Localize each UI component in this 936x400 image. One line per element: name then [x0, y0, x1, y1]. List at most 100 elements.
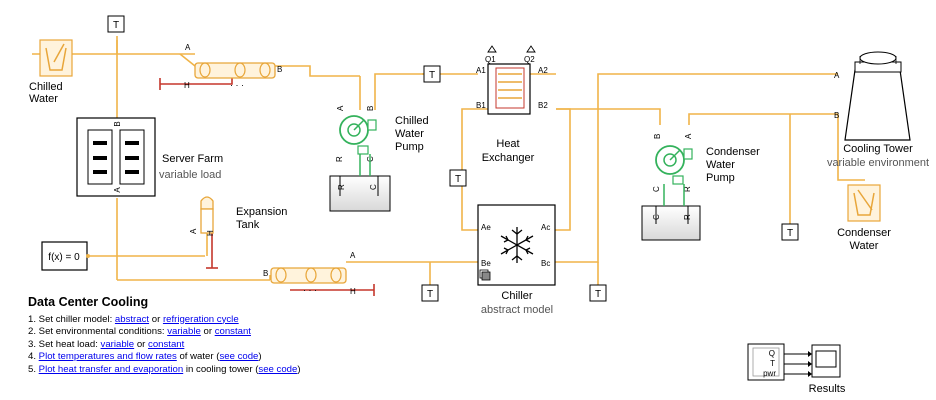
hx-port-q1: Q1	[485, 55, 496, 64]
doc-link[interactable]: Plot temperatures and flow rates	[38, 351, 177, 363]
doc-step-number: 2.	[28, 326, 39, 338]
pipe-network	[32, 36, 865, 285]
expansion-tank-label-1: Expansion	[236, 206, 287, 218]
temperature-sensor-condenser-return[interactable]: T	[589, 284, 607, 302]
chiller-port-be: Be	[481, 259, 491, 268]
cond-pump-port-r: R	[683, 186, 692, 192]
server-farm-subtitle: variable load	[159, 169, 221, 181]
doc-text: or	[149, 313, 163, 325]
cw-pump-label-1: Chilled	[395, 115, 429, 127]
sensor-icon: T	[787, 228, 793, 239]
server-farm-port-a: A	[113, 187, 122, 193]
condenser-water-block[interactable]: Condenser Water	[837, 184, 891, 252]
sensor-icon: T	[455, 174, 461, 185]
pipe-block-bottom[interactable]: B A H · · ·	[263, 251, 356, 296]
condenser-water-pump-block[interactable]: B A C R Condenser Water Pump	[652, 133, 760, 192]
doc-text: or	[134, 338, 149, 350]
hx-port-a1: A1	[476, 66, 486, 75]
sensor-icon: T	[595, 289, 601, 300]
cw-pump-label-3: Pump	[395, 141, 424, 153]
hx-port-q2: Q2	[524, 55, 535, 64]
chilled-water-label-1: Chilled	[29, 81, 63, 93]
expansion-tank-port-a: A	[189, 228, 198, 234]
doc-link[interactable]: see code	[219, 351, 259, 363]
cond-motor-port-c: C	[652, 214, 661, 220]
doc-text: Set heat load:	[38, 338, 101, 350]
pipe-top-port-b: B	[277, 65, 282, 74]
tower-title: Cooling Tower	[843, 143, 913, 155]
chilled-water-block[interactable]: Chilled Water	[29, 39, 73, 105]
pipe-top-port-h: H	[184, 81, 190, 90]
solver-configuration-block[interactable]: f(x) = 0	[41, 241, 90, 271]
temperature-sensor-tower[interactable]: T	[781, 223, 799, 241]
doc-text: )	[297, 363, 301, 375]
cond-pump-label-2: Water	[706, 159, 735, 171]
temperature-sensor-top-left[interactable]: T	[107, 15, 125, 33]
cw-pump-label-2: Water	[395, 128, 424, 140]
doc-link[interactable]: refrigeration cycle	[162, 313, 239, 325]
doc-link[interactable]: constant	[148, 338, 185, 350]
expansion-tank-block[interactable]: A H Expansion Tank	[189, 196, 287, 236]
doc-text: in cooling tower (	[183, 363, 259, 375]
chiller-block[interactable]: Ae Ac Be Bc Chiller abstract model	[477, 204, 556, 316]
pipe-bottom-port-a: A	[350, 251, 356, 260]
doc-link[interactable]: abstract	[114, 313, 150, 325]
server-farm-port-b: B	[113, 121, 122, 126]
doc-link[interactable]: see code	[258, 363, 298, 375]
tower-subtitle: variable environment	[827, 157, 929, 169]
hx-port-b1: B1	[476, 101, 486, 110]
temperature-sensor-bottom[interactable]: T	[421, 284, 439, 302]
doc-step-number: 3.	[28, 338, 39, 350]
pipe-block-top[interactable]: A B H · · ·	[184, 43, 282, 90]
hx-port-a2: A2	[538, 66, 548, 75]
results-in-q: Q	[769, 349, 775, 358]
expansion-tank-port-h: H	[206, 230, 215, 236]
cooling-tower-block[interactable]: A B Cooling Tower variable environment	[827, 51, 929, 169]
cond-pump-port-b: B	[653, 134, 662, 139]
cond-pump-label-1: Condenser	[706, 146, 760, 158]
hx-label-1: Heat	[496, 138, 519, 150]
cond-pump-port-a: A	[684, 133, 693, 139]
results-in-t: T	[770, 359, 775, 368]
server-farm-block[interactable]: B A Server Farm variable load	[76, 117, 223, 197]
cw-pump-port-r: R	[335, 156, 344, 162]
cw-pump-port-b: B	[366, 106, 375, 111]
doc-link[interactable]: variable	[167, 326, 201, 338]
snowflake-icon	[500, 227, 534, 263]
chilled-water-pump-block[interactable]: A B R C Chilled Water Pump	[335, 105, 429, 162]
condenser-water-label-1: Condenser	[837, 227, 891, 239]
doc-link[interactable]: constant	[214, 326, 251, 338]
cond-pump-port-c: C	[652, 186, 661, 192]
tower-port-a: A	[834, 71, 840, 80]
chiller-port-ae: Ae	[481, 223, 491, 232]
sensor-icon: T	[113, 20, 119, 31]
hx-label-2: Exchanger	[482, 152, 535, 164]
doc-text: of water (	[176, 351, 220, 363]
expansion-tank-label-2: Tank	[236, 219, 260, 231]
doc-text: or	[200, 326, 215, 338]
doc-link[interactable]: Plot heat transfer and evaporation	[38, 363, 184, 375]
doc-link[interactable]: variable	[100, 338, 135, 350]
doc-text: Set environmental conditions:	[38, 326, 168, 338]
fx-label: f(x) = 0	[48, 252, 80, 263]
chilled-pump-motor-block[interactable]: R C	[329, 175, 391, 212]
doc-step-number: 4.	[28, 351, 39, 363]
heat-exchanger-block[interactable]: A1 A2 B1 B2 Q1 Q2 Heat Exchanger	[476, 45, 548, 164]
doc-step: 3. Set heat load: variable or constant	[28, 339, 301, 352]
svg-text:· · ·: · · ·	[303, 285, 317, 295]
temperature-sensor-hx-inlet[interactable]: T	[423, 65, 441, 83]
cw-pump-port-a: A	[336, 105, 345, 111]
doc-steps: 1. Set chiller model: abstract or refrig…	[28, 314, 301, 377]
sensor-icon: T	[427, 289, 433, 300]
chiller-title: Chiller	[501, 290, 533, 302]
doc-text: Set chiller model:	[38, 313, 115, 325]
doc-text: )	[258, 351, 262, 363]
doc-step: 2. Set environmental conditions: variabl…	[28, 326, 301, 339]
sensor-icon: T	[429, 70, 435, 81]
temperature-sensor-chiller-evap[interactable]: T	[449, 169, 467, 187]
results-block[interactable]: Q T pwr Results	[747, 343, 846, 395]
condenser-water-label-2: Water	[850, 240, 879, 252]
condenser-pump-motor-block[interactable]: C R	[641, 205, 701, 241]
hx-port-b2: B2	[538, 101, 548, 110]
